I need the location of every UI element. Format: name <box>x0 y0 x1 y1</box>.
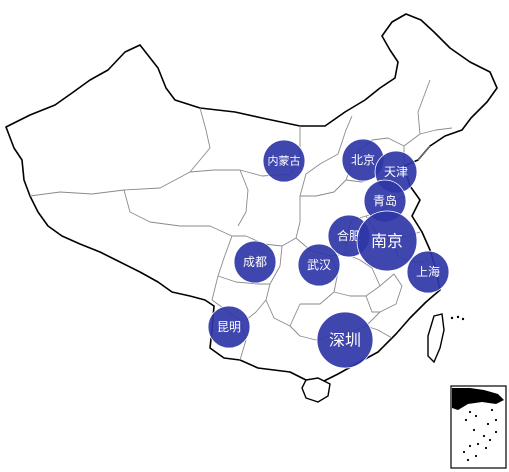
city-marker-wuhan[interactable] <box>297 243 341 287</box>
city-bubble-shenzhen[interactable]: 深圳 <box>316 311 374 369</box>
city-bubble-kunming[interactable]: 昆明 <box>207 305 251 349</box>
hainan-island <box>301 377 331 403</box>
city-marker-kunming[interactable] <box>207 305 251 349</box>
country-outline <box>5 13 498 383</box>
city-bubble-chengdu[interactable]: 成都 <box>233 240 277 284</box>
city-marker-neimenggu[interactable] <box>262 139 306 183</box>
island-dots <box>450 315 465 321</box>
city-marker-shenzhen[interactable] <box>316 311 374 369</box>
city-bubble-shanghai[interactable]: 上海 <box>406 250 450 294</box>
south-china-sea-inset <box>450 385 507 469</box>
city-bubble-nanjing[interactable]: 南京 <box>356 210 418 272</box>
city-marker-nanjing[interactable] <box>356 210 418 272</box>
city-marker-chengdu[interactable] <box>233 240 277 284</box>
city-bubble-wuhan[interactable]: 武汉 <box>297 243 341 287</box>
city-bubble-neimenggu[interactable]: 内蒙古 <box>262 139 306 183</box>
city-marker-shanghai[interactable] <box>406 250 450 294</box>
taiwan-island <box>427 313 445 364</box>
